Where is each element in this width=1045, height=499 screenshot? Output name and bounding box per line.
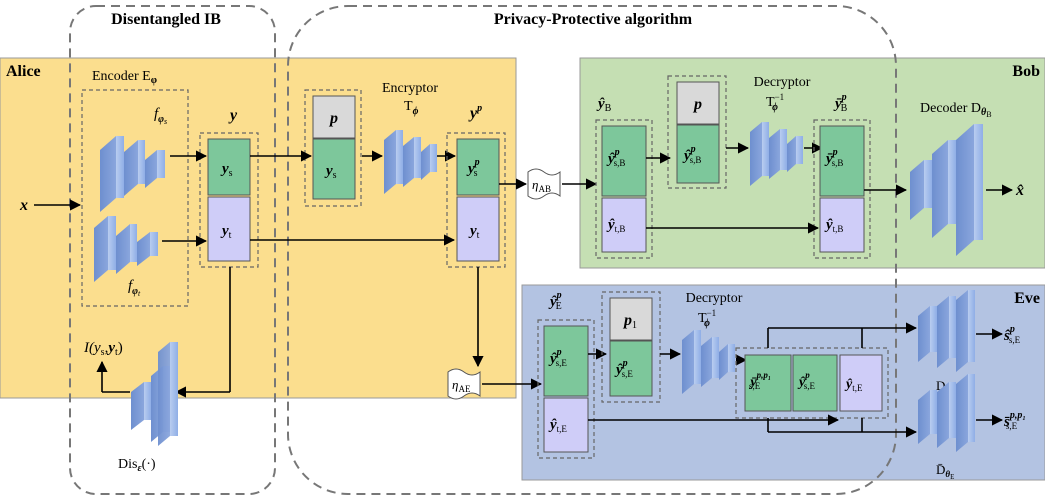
svg-text:ŷps,E: ŷps,E [797, 370, 815, 391]
section-disentangled-ib: Disentangled IB [111, 11, 221, 28]
eve-cat-yt [839, 354, 883, 412]
bob-yB-label: ŷB [596, 96, 612, 114]
yt-box [207, 196, 251, 262]
eve-decryptor-title: Decryptor [686, 291, 743, 306]
bob-output: x̂ [1015, 182, 1024, 199]
svg-text:p: p [692, 96, 702, 113]
alice-ys-box-2 [312, 138, 356, 200]
bob-ys-box [601, 125, 647, 197]
svg-text:ηAB: ηAB [532, 177, 551, 194]
section-privacy-algorithm: Privacy-Protective algorithm [494, 11, 693, 28]
f-s-label: fφs [154, 106, 167, 126]
party-eve: Eve [1014, 290, 1040, 307]
svg-text:ŷps,B: ŷps,B [606, 147, 625, 168]
bob-decoder-network [910, 124, 983, 256]
bob-ybar-t-box [819, 197, 865, 253]
svg-text:yt: yt [468, 223, 480, 241]
bob-ys-box-2 [676, 124, 720, 184]
dis-label: Disε(·) [118, 457, 156, 474]
svg-text:ŷps,B: ŷps,B [682, 144, 701, 165]
svg-text:yt: yt [220, 223, 232, 241]
eve-p1-box [609, 297, 653, 341]
svg-text:ŷt,B: ŷt,B [824, 217, 843, 234]
svg-text:ŷps,E: ŷps,E [548, 347, 567, 368]
mutual-info-label: I(ys,yt) [83, 340, 123, 358]
svg-text:p1: p1 [622, 312, 637, 331]
eve-decoder2-network [918, 374, 975, 452]
svg-text:p: p [328, 110, 338, 127]
alice-p-box [312, 95, 356, 139]
ys-box [207, 138, 251, 196]
eve-decryptor-network [682, 330, 735, 394]
eve-ys-box-2 [609, 340, 653, 397]
encryptor-symbol: Tϕ [404, 99, 419, 117]
eve-cat-yhat [792, 354, 838, 412]
svg-text:yps: yps [466, 157, 480, 179]
privacy-algorithm-outline [287, 5, 897, 495]
encoder-title: Encoder Eφ [92, 69, 157, 86]
encryptor-title: Encryptor [382, 81, 438, 96]
bob-decryptor-network [750, 122, 803, 186]
input-x: x [19, 197, 28, 214]
disentangled-ib-outline [69, 5, 276, 495]
encoder-group [81, 89, 189, 307]
bob-p-box [676, 81, 720, 125]
discriminator-network [131, 342, 178, 446]
encryptor-network [384, 130, 437, 194]
bob-ybar-s-box [819, 125, 865, 197]
eve-dec2-label: D̄θE [936, 462, 954, 481]
svg-text:ŷt,B: ŷt,B [606, 217, 625, 234]
bob-yt-box [601, 197, 647, 253]
svg-text:ȳp,p₁s,E: ȳp,p₁s,E [748, 370, 771, 391]
svg-text:ys: ys [324, 163, 337, 181]
party-alice: Alice [6, 63, 41, 80]
svg-text:ȳps,B: ȳps,B [824, 147, 843, 168]
party-bob: Bob [1012, 63, 1040, 80]
eve-ys-box [543, 325, 589, 397]
bob-decoder-title: Decoder DθB [920, 101, 992, 119]
eve-decoder1-network [918, 290, 975, 372]
alice-panel [0, 57, 517, 399]
bob-decryptor-title: Decryptor [754, 75, 811, 90]
svg-text:ŷps,E: ŷps,E [614, 358, 633, 379]
channel-ab-scroll [527, 168, 561, 200]
encoder-fs-network [100, 136, 165, 212]
svg-text:ŷt,E: ŷt,E [548, 417, 567, 434]
svg-text:ηAE: ηAE [452, 377, 471, 394]
eve-cat-ybar [744, 354, 792, 412]
svg-text:ŷt,E: ŷt,E [844, 377, 863, 393]
channel-ae-scroll [447, 368, 481, 400]
yps-box [456, 138, 500, 196]
ypt-box [456, 196, 500, 262]
f-t-label: fφt [128, 278, 141, 298]
y-label: y [228, 107, 238, 124]
eve-yt-box [543, 397, 589, 453]
svg-text:ys: ys [220, 161, 233, 179]
yp-label: yp [468, 103, 482, 122]
encoder-ft-network [94, 216, 158, 282]
